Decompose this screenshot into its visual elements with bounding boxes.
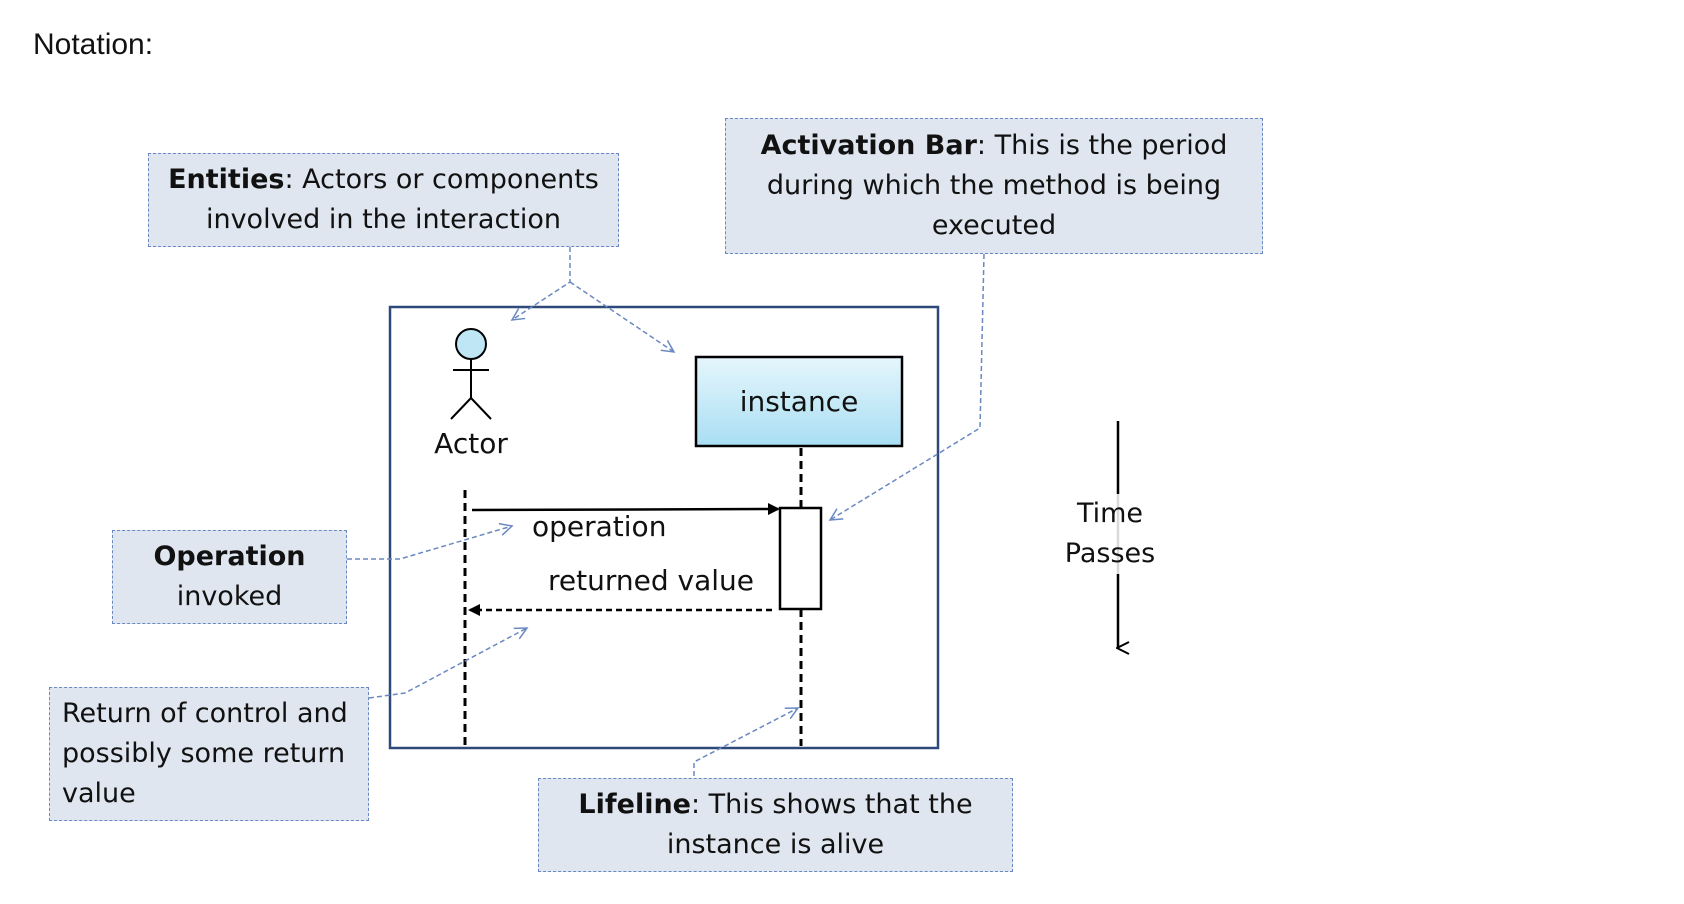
- activation-pointer: [830, 253, 985, 520]
- activation-bar-note: Activation Bar: This is the period durin…: [725, 118, 1263, 254]
- return-pointer: [368, 628, 527, 699]
- callout-pointers: [347, 247, 985, 776]
- lifeline-note: Lifeline: This shows that the instance i…: [538, 778, 1013, 872]
- entities-note-title: Entities: [168, 164, 285, 195]
- activation-bar: [778, 506, 823, 611]
- activation-note-line2: during which the method is being: [766, 170, 1222, 201]
- entities-pointer-actor: [512, 247, 571, 320]
- diagram-frame: [388, 305, 940, 750]
- time-passes-label: Time Passes: [1022, 494, 1198, 574]
- activation-note-title: Activation Bar: [760, 130, 977, 161]
- instance-label: instance: [740, 385, 859, 418]
- operation-note: Operation invoked: [112, 530, 347, 624]
- activation-note-line3: executed: [931, 210, 1057, 241]
- entities-note-line1-text: : Actors or components: [284, 164, 599, 195]
- operation-label: operation: [532, 510, 666, 543]
- operation-arrow: [471, 503, 780, 516]
- time-label-line1: Time: [1076, 498, 1144, 529]
- return-note-line2: possibly some return: [62, 738, 346, 769]
- page-heading: Notation:: [33, 28, 154, 61]
- return-note-line1: Return of control and: [62, 698, 348, 729]
- lifeline-pointer: [693, 708, 798, 776]
- activation-note-line1: Activation Bar: This is the period: [734, 126, 1254, 166]
- operation-note-title: Operation: [153, 541, 306, 572]
- entities-note-line2: involved in the interaction: [205, 204, 562, 235]
- returned-value-label: returned value: [548, 564, 754, 597]
- entities-note-line1: Entities: Actors or components: [157, 160, 610, 200]
- operation-pointer: [347, 526, 512, 560]
- lifeline-note-title: Lifeline: [578, 789, 691, 820]
- actor-figure: [450, 328, 492, 420]
- actor-label: Actor: [434, 427, 508, 460]
- entities-pointer-instance: [569, 281, 674, 352]
- lifeline-note-line1-text: : This shows that the: [690, 789, 973, 820]
- lifeline-note-line1: Lifeline: This shows that the: [547, 785, 1004, 825]
- instance-box: [694, 355, 904, 448]
- return-control-note: Return of control and possibly some retu…: [49, 687, 369, 821]
- time-label-line2: Passes: [1064, 538, 1156, 569]
- return-note-line3: value: [62, 778, 136, 809]
- lifeline-note-line2: instance is alive: [666, 829, 885, 860]
- operation-note-line1: Operation: [121, 537, 338, 577]
- operation-note-line2: invoked: [176, 581, 283, 612]
- activation-note-line1-text: : This is the period: [976, 130, 1228, 161]
- entities-note: Entities: Actors or components involved …: [148, 153, 619, 247]
